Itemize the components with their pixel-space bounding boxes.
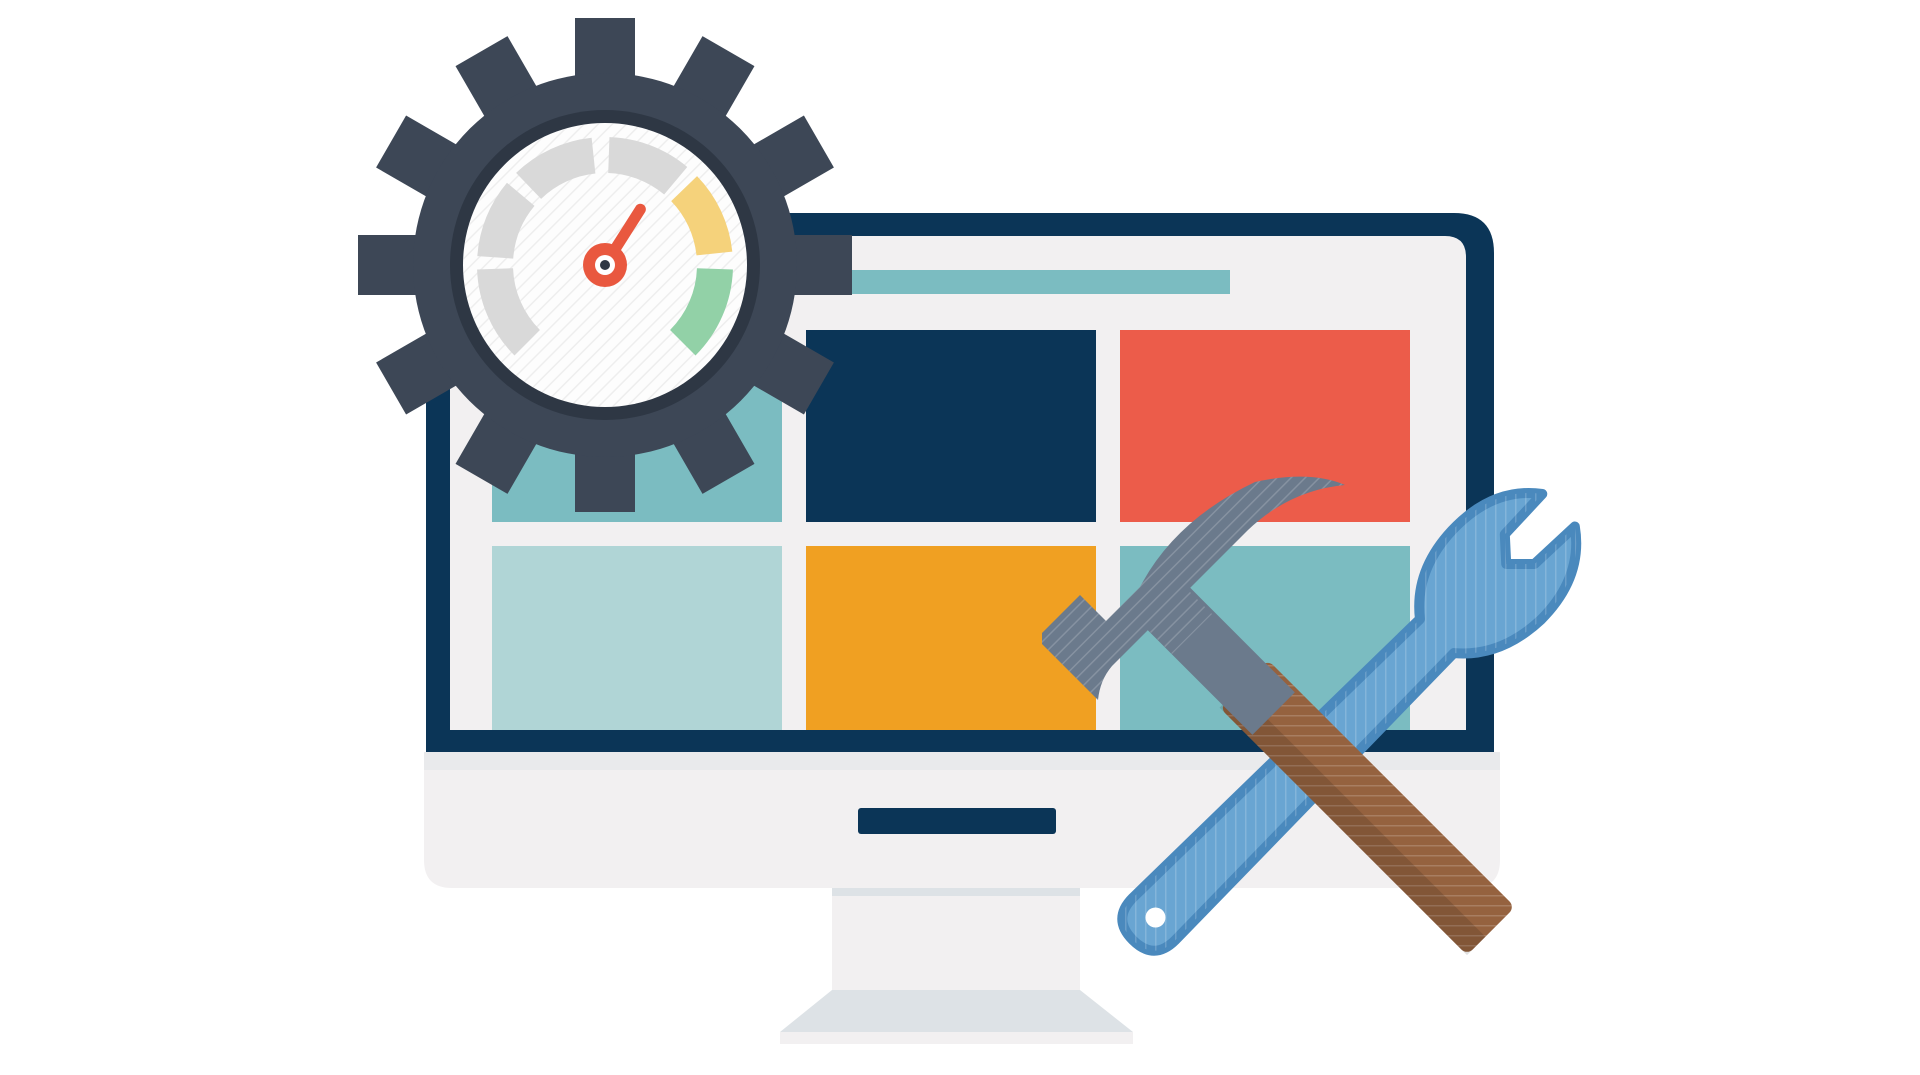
screen-tile-navy (806, 330, 1096, 522)
speedometer-icon (463, 123, 747, 407)
monitor-stand-neck (832, 882, 1080, 990)
gauge-hub-center (600, 260, 610, 270)
wrench-hatch (1122, 493, 1577, 951)
hammer-head-hatch (1042, 476, 1345, 700)
gauge-segment (670, 268, 733, 356)
hammer-handle-shade (1219, 689, 1486, 956)
gear-tooth (782, 235, 852, 295)
screen-tile-light-teal (492, 546, 782, 730)
hammer-icon (1042, 476, 1512, 956)
gauge-segment (477, 268, 540, 356)
gauge-segment (671, 176, 733, 256)
monitor-stand-base (780, 990, 1133, 1032)
wrench-hole (1145, 907, 1166, 928)
wrench-icon (1117, 488, 1582, 956)
monitor-chin-shadow (424, 752, 1500, 770)
monitor-stand-foot (780, 1032, 1133, 1044)
gear-tooth (358, 235, 428, 295)
gauge-segment (608, 137, 688, 195)
gauge-segment (516, 137, 596, 199)
monitor-brand-slot (858, 808, 1056, 834)
hammer-handle-hatch (1222, 662, 1512, 952)
gauge-segment (477, 182, 535, 259)
